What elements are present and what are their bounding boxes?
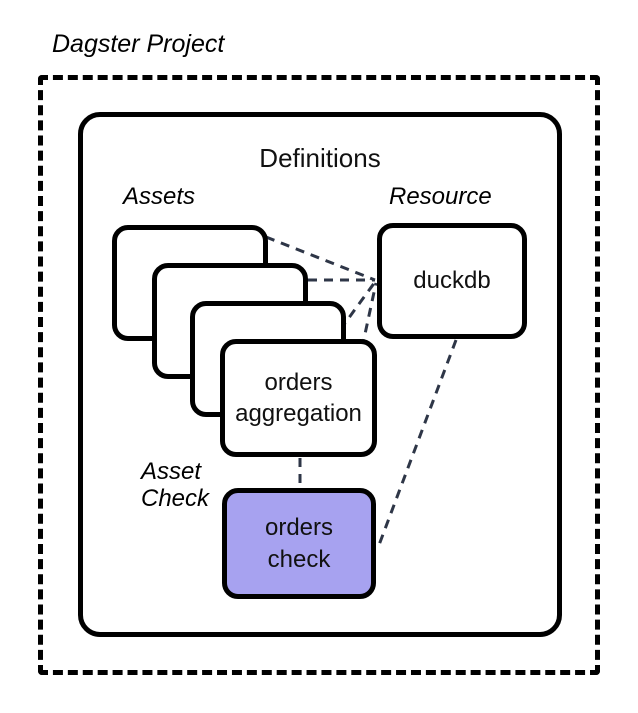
project-boundary xyxy=(38,75,600,675)
asset-check-label-line2: Check xyxy=(141,484,210,512)
asset-orders-aggregation-line2: aggregation xyxy=(235,400,362,427)
asset-orders-aggregation-line1: orders xyxy=(264,368,333,396)
asset-orders-aggregation[interactable]: orders aggregation xyxy=(220,339,377,457)
definitions-boundary: Definitions xyxy=(78,112,562,637)
resource-section-label: Resource xyxy=(389,183,492,210)
asset-check-orders-check-line1: orders xyxy=(264,514,334,542)
asset-check-orders-check-line2: check xyxy=(267,545,331,573)
definitions-title: Definitions xyxy=(259,143,381,173)
assets-section-label: Assets xyxy=(123,183,196,210)
resource-duckdb[interactable]: duckdb xyxy=(377,223,527,339)
asset-check-label-line1: Asset xyxy=(141,458,202,485)
asset-check-orders-check[interactable]: orders check xyxy=(222,488,376,599)
resource-duckdb-label: duckdb xyxy=(413,267,491,295)
project-title: Dagster Project xyxy=(52,30,225,58)
asset-check-section-label: Asset Check xyxy=(141,458,210,513)
